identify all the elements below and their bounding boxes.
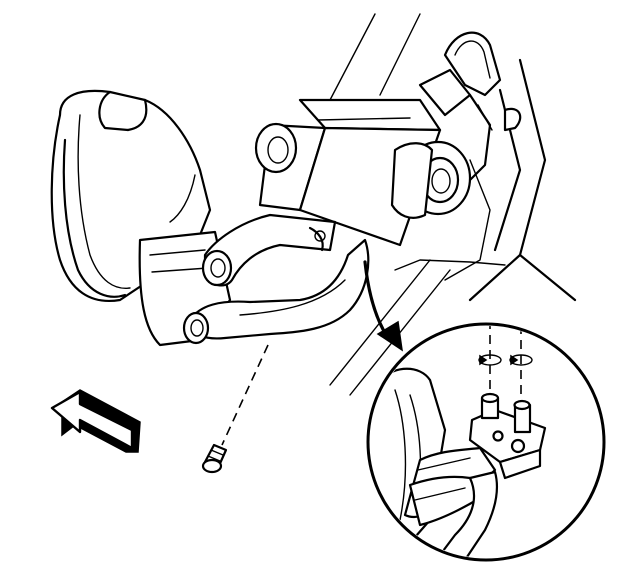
- dashed-alignment-line-screw: [221, 344, 269, 446]
- retaining-screw-group: [201, 344, 269, 474]
- retaining-screw: [201, 443, 228, 474]
- rotation-ring-right: [509, 354, 533, 366]
- rotation-ring-left: [478, 354, 502, 366]
- heater-core-housing: [50, 89, 232, 347]
- pipe-clamp-block: [254, 98, 472, 247]
- heater-core-pipes: [182, 213, 370, 345]
- detail-callout-circle: [366, 322, 606, 562]
- callout-arrow: [363, 260, 403, 352]
- direction-arrow: [50, 389, 141, 453]
- pipe-mounting-bracket: [418, 31, 522, 192]
